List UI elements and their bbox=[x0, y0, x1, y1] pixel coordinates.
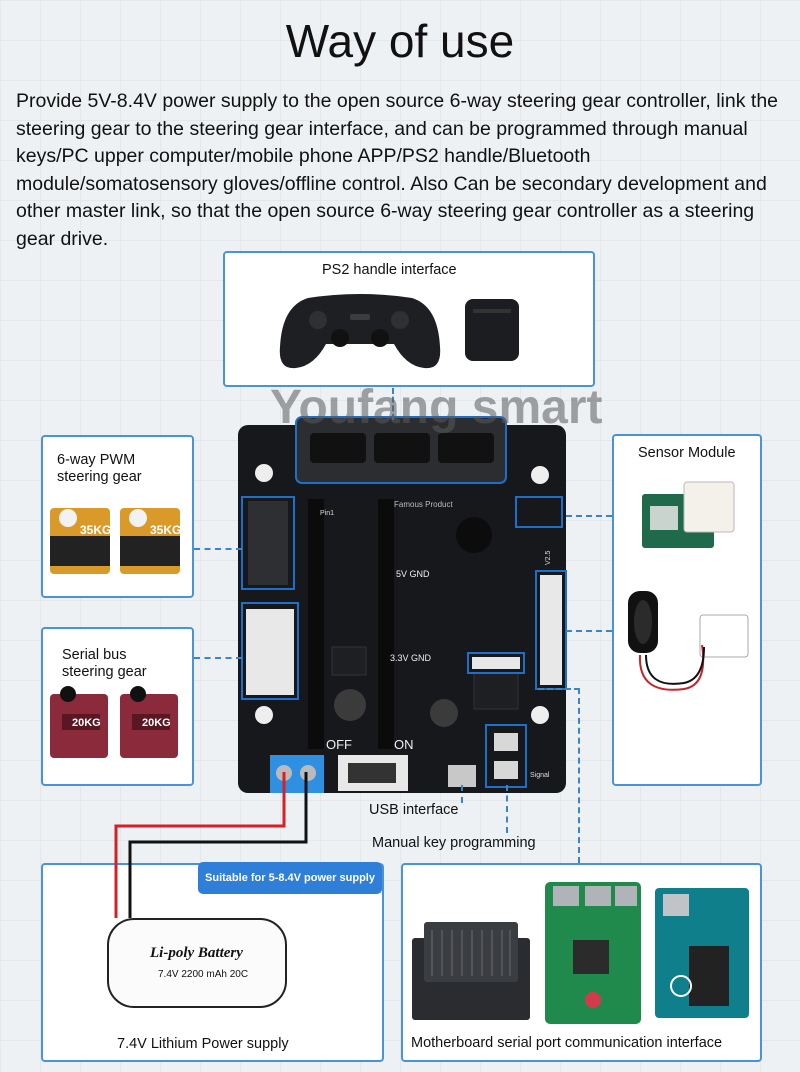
sensor-panel-label: Sensor Module bbox=[638, 445, 736, 461]
serial-servo-label-line1: Serial bus bbox=[62, 647, 127, 663]
pwm-servo-2-label: 35KG bbox=[150, 523, 181, 537]
board-pin1-text: Pin1 bbox=[320, 510, 334, 517]
serial-servo-1-label: 20KG bbox=[72, 717, 101, 729]
sensor-module-image bbox=[642, 481, 735, 548]
raspberry-pi-image bbox=[545, 882, 641, 1024]
board-off-text: OFF bbox=[326, 737, 352, 752]
power-wires bbox=[114, 772, 308, 918]
battery-spec: 7.4V 2200 mAh 20C bbox=[158, 969, 248, 980]
pwm-servo-label-line1: 6-way PWM bbox=[57, 452, 136, 468]
pwm-connector-line bbox=[194, 548, 242, 550]
pwm-servo-image-2: 35KG bbox=[120, 508, 181, 574]
arduino-board-image bbox=[655, 888, 749, 1018]
ps2-receiver-image bbox=[465, 299, 519, 361]
serial-servo-image-2: 20KG bbox=[120, 686, 178, 758]
power-caption: 7.4V Lithium Power supply bbox=[117, 1036, 289, 1052]
pwm-servo-1-label: 35KG bbox=[80, 523, 111, 537]
intro-paragraph: Provide 5V-8.4V power supply to the open… bbox=[16, 90, 779, 250]
pwm-servo-label-line2: steering gear bbox=[57, 469, 142, 485]
speaker-module-image bbox=[628, 591, 749, 691]
motherboard-caption: Motherboard serial port communication in… bbox=[411, 1035, 723, 1051]
board-33v-text: 3.3V GND bbox=[390, 653, 432, 663]
board-on-text: ON bbox=[394, 737, 414, 752]
sensor-connector-line-1 bbox=[566, 515, 612, 517]
manual-key-label: Manual key programming bbox=[372, 835, 536, 851]
board-brand-text: Famous Product bbox=[394, 500, 453, 509]
power-range-badge: Suitable for 5-8.4V power supply bbox=[198, 862, 382, 894]
board-version-text: V2.5 bbox=[545, 550, 552, 565]
ps2-panel-label: PS2 handle interface bbox=[322, 262, 457, 278]
serial-servo-2-label: 20KG bbox=[142, 717, 171, 729]
serial-connector-line bbox=[194, 657, 242, 659]
watermark-text: Youfang smart bbox=[270, 381, 603, 434]
motherboard-connector-horizontal bbox=[538, 688, 580, 690]
battery-image: Li-poly Battery 7.4V 2200 mAh 20C bbox=[107, 918, 287, 1008]
pwm-servo-image-1: 35KG bbox=[50, 508, 111, 574]
gamepad-image bbox=[279, 294, 441, 369]
serial-servo-image-1: 20KG bbox=[50, 686, 108, 758]
page-title: Way of use bbox=[285, 15, 515, 67]
battery-name: Li-poly Battery bbox=[149, 945, 243, 961]
jetson-board-image bbox=[412, 922, 530, 1020]
board-5v-text: 5V GND bbox=[396, 569, 430, 579]
sensor-connector-line-2 bbox=[566, 630, 612, 632]
serial-servo-label-line2: steering gear bbox=[62, 664, 147, 680]
motherboard-connector-vertical bbox=[578, 688, 580, 863]
controller-board-image: Famous Product Pin1 5V GND 3.3V GND OFF … bbox=[238, 416, 567, 793]
usb-interface-label: USB interface bbox=[369, 802, 459, 818]
usb-connector-line bbox=[461, 785, 463, 803]
board-signal-text: Signal bbox=[530, 772, 550, 779]
manual-key-connector-line bbox=[506, 785, 508, 833]
ps2-connector-line bbox=[392, 388, 394, 420]
